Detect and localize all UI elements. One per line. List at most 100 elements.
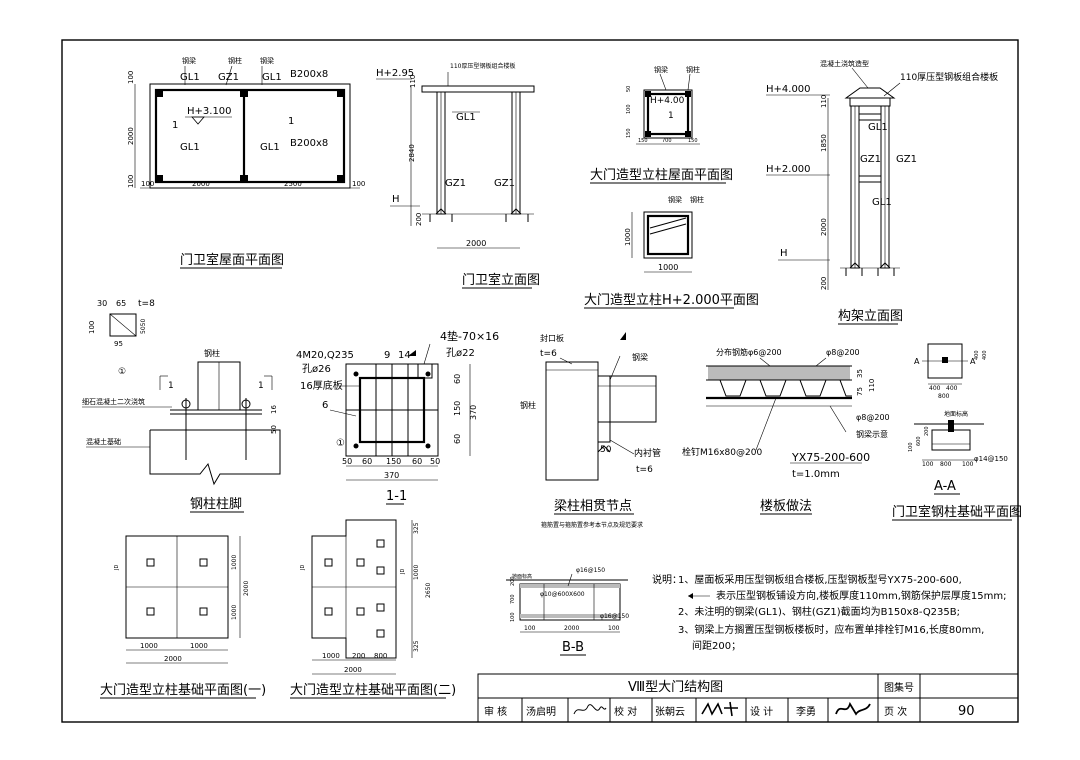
tag-beam: 钢梁 bbox=[668, 195, 682, 204]
dim: 1000 bbox=[231, 605, 238, 620]
weld-size: 6 bbox=[322, 400, 328, 411]
note: 110厚压型钢板组合楼板 bbox=[450, 62, 515, 70]
checker-signature bbox=[701, 701, 738, 717]
view-title: 楼板做法 bbox=[760, 499, 812, 514]
dim: 400 bbox=[946, 385, 958, 392]
dim: 65 bbox=[116, 299, 126, 308]
section-b-b-view: 地面标高 φ16@150 φ10@600X600 φ16@150 200 700… bbox=[506, 567, 629, 656]
detail-circle: ① bbox=[336, 438, 345, 449]
thickness: t=6 bbox=[636, 465, 653, 475]
elevation-label: H+4.000 bbox=[766, 84, 811, 95]
dim: 600 bbox=[916, 436, 922, 446]
washer-spec: 4垫-70×16 bbox=[440, 329, 499, 343]
note-line: 2、未注明的钢梁(GL1)、钢柱(GZ1)截面均为B150x8-Q235B; bbox=[678, 605, 960, 618]
note: 110厚压型钢板组合楼板 bbox=[900, 71, 998, 83]
hole-spec: 孔ø26 bbox=[302, 363, 331, 375]
rebar-spec: 分布钢筋φ6@200 bbox=[716, 347, 782, 357]
beam-label: GL1 bbox=[260, 142, 280, 153]
note-line: 表示压型钢板铺设方向,楼板厚度110mm,钢筋保护层厚度15mm; bbox=[716, 589, 1007, 602]
dim: 800 bbox=[374, 652, 387, 660]
col-label: 钢柱 bbox=[204, 348, 220, 358]
dim: 700 bbox=[510, 594, 516, 604]
beam-label: GL1 bbox=[456, 112, 476, 123]
detail-circle: ① bbox=[118, 367, 126, 377]
dim: 100 bbox=[962, 461, 974, 468]
notes-lead: 说明： bbox=[652, 573, 682, 586]
dim: 2500 bbox=[284, 180, 302, 188]
gate-foundation-2-view: JD JD 325 1000 2650 325 1000 200 800 200… bbox=[290, 519, 456, 699]
view-title: 大门造型立柱基础平面图(二) bbox=[290, 683, 456, 698]
review-label: 审 核 bbox=[484, 705, 507, 718]
dim: 370 bbox=[384, 471, 399, 480]
section-1-1-view: 4M20,Q235 孔ø26 16厚底板 9 14 4垫-70×16 孔ø22 … bbox=[296, 329, 499, 505]
col-label: GZ1 bbox=[860, 154, 881, 165]
tag-col: 钢柱 bbox=[228, 56, 242, 65]
dim: 1850 bbox=[820, 134, 828, 152]
dim: 400 bbox=[929, 385, 941, 392]
beam-label: GL1 bbox=[868, 122, 888, 133]
elevation-label: H+2.95 bbox=[376, 68, 414, 79]
grade: 地面标高 bbox=[512, 573, 532, 580]
weld-size: 9 bbox=[384, 350, 390, 361]
dim: 200 bbox=[820, 277, 828, 290]
beam-note: 钢梁示意 bbox=[856, 429, 888, 439]
dim: 100 bbox=[524, 625, 536, 632]
dim: 800 bbox=[940, 461, 952, 468]
hole-spec: 孔ø22 bbox=[446, 347, 475, 359]
dim: 150 bbox=[688, 138, 698, 144]
rebar-spec: φ8@200 bbox=[826, 348, 860, 357]
found-label: JD bbox=[300, 565, 306, 571]
col-label: GZ1 bbox=[896, 154, 917, 165]
view-title: 大门造型立柱基础平面图(一) bbox=[100, 683, 266, 698]
beam-label: GL1 bbox=[262, 72, 282, 83]
dim: 16 bbox=[270, 405, 278, 414]
dim: 100 bbox=[908, 442, 914, 452]
rebar-spec: φ8@200 bbox=[856, 413, 890, 422]
dim: 1000 bbox=[140, 642, 158, 650]
dim: 200 bbox=[415, 213, 423, 226]
stud-spec: 栓钉M16x80@200 bbox=[682, 446, 762, 458]
view-title: 门卫室钢柱基础平面图 bbox=[892, 504, 1022, 520]
bolt-spec: 4M20,Q235 bbox=[296, 350, 354, 361]
dim: 60 bbox=[362, 457, 372, 466]
rebar-spec: φ16@150 bbox=[576, 567, 605, 574]
dim: 110 bbox=[409, 75, 417, 88]
general-notes: 说明： 1、屋面板采用压型钢板组合楼板,压型钢板型号YX75-200-600, … bbox=[652, 573, 1007, 652]
dim: 100 bbox=[352, 180, 365, 188]
deck-thickness: t=1.0mm bbox=[792, 469, 840, 480]
check-label: 校 对 bbox=[614, 705, 637, 718]
designer-name: 李勇 bbox=[796, 705, 816, 718]
dim: 35 bbox=[856, 369, 864, 378]
beam-column-joint-view: 封口板 t=6 钢梁 钢柱 50 内衬管 t=6 梁柱相贯节点 箍筋置与箍筋置参… bbox=[520, 332, 661, 529]
found-label: JD bbox=[114, 565, 120, 571]
dim: 150 bbox=[453, 401, 462, 416]
dim: 325 bbox=[413, 640, 420, 652]
designer-signature bbox=[835, 701, 871, 716]
dim: 1000 bbox=[231, 555, 238, 570]
rebar-spec: φ14@150 bbox=[974, 455, 1008, 463]
page-label: 页 次 bbox=[884, 705, 907, 718]
slope-mark: 1 bbox=[668, 111, 674, 121]
dim: 60 bbox=[453, 374, 462, 384]
dim: 110 bbox=[868, 379, 876, 392]
dim: 100 bbox=[127, 71, 135, 84]
liner-tube: 内衬管 bbox=[634, 447, 661, 459]
note-line: 3、钢梁上方搁置压型钢板楼板时，应布置单排栓钉M16,长度80mm, bbox=[678, 623, 984, 636]
dim: 150 bbox=[626, 128, 632, 138]
weld-size: 14 bbox=[398, 350, 411, 361]
dim: 2000 bbox=[127, 127, 135, 145]
dim: 75 bbox=[856, 387, 864, 396]
view-title: 1-1 bbox=[386, 489, 407, 504]
dim: 800 bbox=[938, 393, 950, 400]
atlas-label: 图集号 bbox=[884, 681, 914, 694]
dim: 50 bbox=[600, 445, 612, 455]
dim: 5050 bbox=[140, 319, 147, 334]
dim: 50 bbox=[342, 457, 352, 466]
gate-roof-plan-view: 钢梁 钢柱 H+4.00 1 150 700 150 50 100 150 大门… bbox=[590, 65, 733, 184]
elevation-label: H+4.00 bbox=[650, 96, 685, 106]
dim: 150 bbox=[386, 457, 401, 466]
view-title: 构架立面图 bbox=[838, 309, 903, 324]
col-label: GZ1 bbox=[445, 178, 466, 189]
dim: 100 bbox=[608, 625, 620, 632]
